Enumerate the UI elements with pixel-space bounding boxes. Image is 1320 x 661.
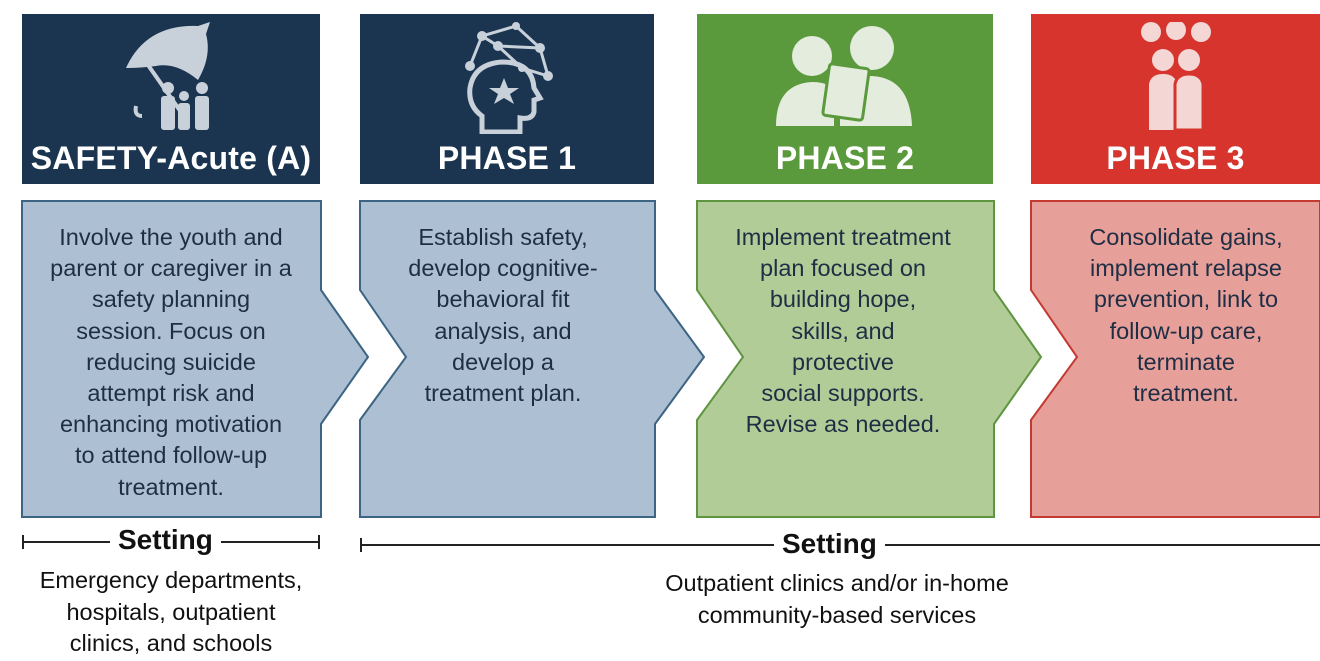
body-line: terminate — [1137, 348, 1235, 375]
header-phase-3: PHASE 3 — [1031, 14, 1320, 184]
body-line: building hope, — [769, 286, 917, 313]
body-line: plan focused on — [760, 255, 926, 282]
body-line: behavioral fit — [436, 286, 570, 313]
setting-line: Emergency departments, — [39, 567, 303, 593]
brain-network-icon — [465, 22, 553, 134]
body-line: develop a — [452, 348, 554, 375]
header-phase-1: PHASE 1 — [360, 14, 654, 184]
body-line: Establish safety, — [418, 224, 588, 250]
umbrella-family-icon — [126, 22, 210, 130]
body-line: Revise as needed. — [745, 411, 941, 438]
body-text-phase-1: Establish safety, develop cognitive- beh… — [376, 222, 630, 409]
body-shape-phase-1 — [359, 200, 706, 518]
body-text-phase-2: Implement treatment plan focused on buil… — [710, 222, 976, 440]
body-text-safety: Involve the youth and parent or caregive… — [30, 222, 312, 503]
body-line: session. Focus on — [76, 317, 266, 344]
body-line: to attend follow-up — [74, 442, 268, 469]
body-line: Implement treatment — [735, 224, 951, 250]
setting-line: community-based services — [697, 601, 977, 628]
setting-line: Outpatient clinics and/or in-home — [665, 570, 1009, 596]
body-line: treatment plan. — [424, 380, 582, 407]
people-group-icon — [1140, 22, 1211, 132]
body-line: implement relapse — [1089, 255, 1282, 282]
setting-heading-acute: Setting — [110, 524, 221, 556]
body-line: develop cognitive- — [408, 255, 598, 282]
bracket-cap-right — [318, 535, 320, 549]
body-line: enhancing motivation — [59, 411, 283, 438]
body-text-phase-3: Consolidate gains, implement relapse pre… — [1056, 222, 1316, 409]
body-line: treatment. — [118, 473, 224, 500]
body-shape-phase-3 — [1030, 200, 1320, 518]
body-line: Involve the youth and — [59, 224, 283, 250]
consultation-people-icon — [776, 26, 912, 126]
stage-title: PHASE 2 — [775, 140, 915, 176]
body-shape-safety — [21, 200, 370, 518]
body-line: protective — [792, 348, 894, 375]
body-line: follow-up care, — [1109, 317, 1263, 344]
setting-line: clinics, and schools — [69, 630, 273, 656]
body-line: Consolidate gains, — [1089, 224, 1283, 250]
stage-title: PHASE 3 — [1106, 140, 1245, 176]
body-line: prevention, link to — [1093, 286, 1279, 313]
setting-description-outpatient: Outpatient clinics and/or in-home commun… — [540, 568, 1134, 631]
stage-title: PHASE 1 — [437, 140, 577, 176]
body-line: attempt risk and — [87, 380, 255, 407]
body-line: safety planning — [91, 286, 251, 313]
header-safety-acute: SAFETY-Acute (A) — [22, 14, 320, 184]
body-line: treatment. — [1133, 380, 1239, 407]
setting-description-acute: Emergency departments, hospitals, outpat… — [0, 565, 342, 660]
body-line: reducing suicide — [86, 348, 256, 375]
setting-line: hospitals, outpatient — [66, 598, 276, 625]
body-shape-phase-2 — [696, 200, 1043, 518]
setting-heading-outpatient: Setting — [774, 528, 885, 560]
body-line: social supports. — [761, 380, 925, 407]
stage-title: SAFETY-Acute (A) — [30, 140, 312, 176]
body-line: parent or caregiver in a — [50, 255, 292, 282]
body-line: analysis, and — [434, 317, 572, 344]
header-phase-2: PHASE 2 — [697, 14, 993, 184]
body-line: skills, and — [791, 317, 895, 344]
